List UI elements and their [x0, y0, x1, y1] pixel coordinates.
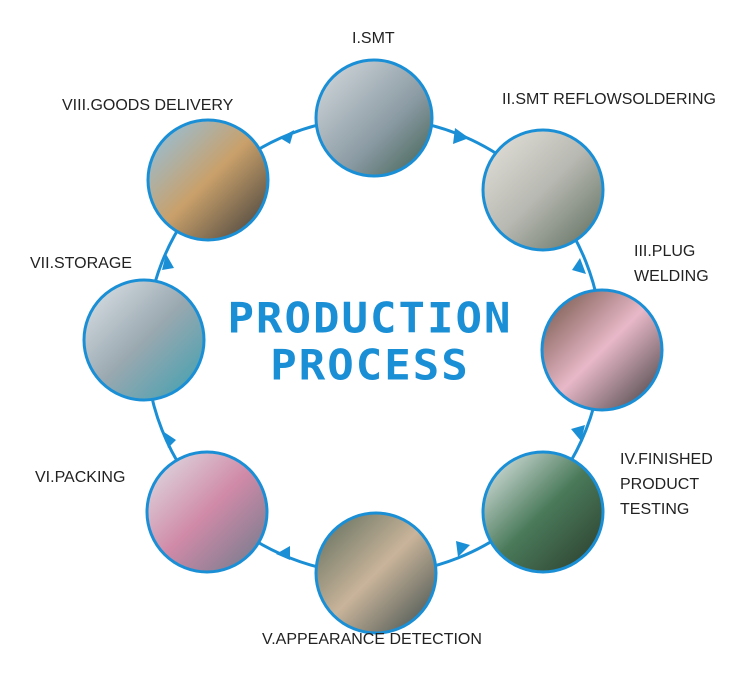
step-label-5: V.APPEARANCE DETECTION: [262, 631, 482, 648]
step-label-6: VI.PACKING: [35, 469, 126, 486]
arrow-icon: [453, 128, 469, 144]
arrow-icon: [571, 425, 585, 441]
arrow-icon: [164, 432, 176, 448]
photo-plug-welding: [540, 288, 664, 412]
photo-appearance-detection: [314, 511, 438, 635]
title-line2: PROCESS: [270, 341, 470, 390]
arrow-icon: [276, 546, 290, 560]
photo-reflow-soldering: [481, 128, 605, 252]
arrows: [162, 128, 586, 560]
step-photos: [82, 58, 664, 635]
step-label-3a: III.PLUG: [634, 243, 696, 260]
arrow-icon: [456, 541, 470, 557]
step-label-3b: WELDING: [634, 268, 709, 285]
step-label-8: VIII.GOODS DELIVERY: [62, 97, 234, 114]
step-label-7: VII.STORAGE: [30, 255, 132, 272]
arrow-icon: [572, 258, 586, 274]
photo-packing: [145, 450, 269, 574]
step-label-4b: PRODUCT: [620, 476, 700, 493]
arrow-icon: [280, 130, 294, 144]
step-label-2: II.SMT REFLOWSOLDERING: [502, 91, 716, 108]
step-label-1: I.SMT: [352, 30, 395, 47]
photo-finished-testing: [481, 450, 605, 574]
step-label-4c: TESTING: [620, 501, 690, 518]
step-label-4a: IV.FINISHED: [620, 451, 713, 468]
title-line1: PRODUCTION: [227, 294, 513, 343]
photo-goods-delivery: [146, 118, 270, 242]
photo-smt: [314, 58, 434, 178]
photo-storage: [82, 278, 206, 402]
arrow-icon: [162, 254, 174, 270]
